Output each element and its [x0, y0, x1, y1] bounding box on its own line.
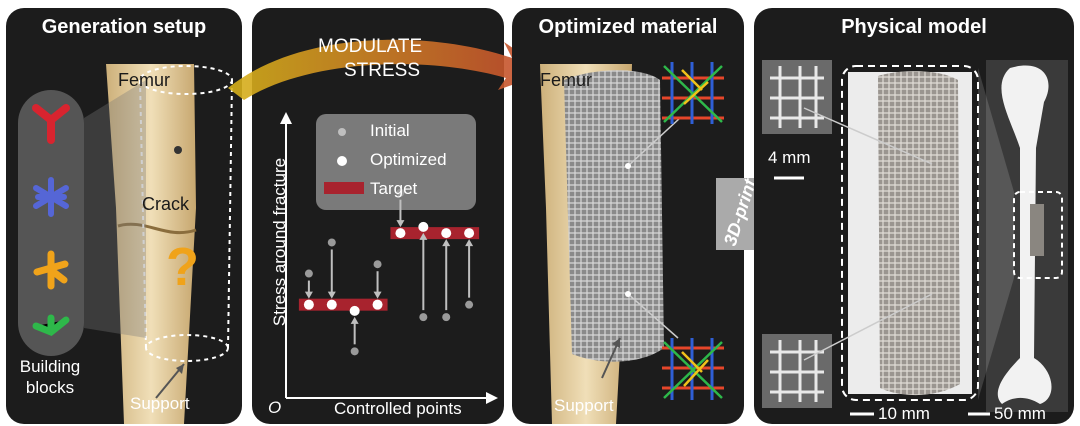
legend-initial-label: Initial — [370, 121, 410, 140]
optimized-point-1 — [303, 299, 314, 310]
initial-point-3 — [350, 347, 359, 356]
panel-physical-model: Physical model 4 mm 10 mm 50 mm — [754, 8, 1074, 424]
star-block-icon — [33, 177, 69, 217]
optimized-point-2 — [326, 299, 337, 310]
legend-target-label: Target — [370, 179, 418, 198]
crack-label: Crack — [142, 194, 190, 214]
legend-optimized-marker — [337, 156, 347, 166]
lattice-cylinder — [564, 70, 664, 362]
optimized-point-7 — [441, 228, 452, 239]
material-title: Optimized material — [538, 16, 718, 38]
cross-block-icon — [33, 250, 69, 290]
femur-label: Femur — [118, 70, 171, 90]
shift-arrowhead-5 — [396, 220, 405, 228]
femur-bone — [106, 64, 196, 424]
shift-arrowhead-3 — [350, 316, 359, 324]
lattice-cell-top-icon — [662, 62, 724, 124]
material-femur-label: Femur — [540, 70, 593, 90]
modulate-label-2: STRESS — [344, 60, 421, 81]
physical-title: Physical model — [841, 16, 987, 38]
target-band-1 — [298, 298, 388, 311]
optimized-point-8 — [464, 228, 475, 239]
panel-generation-setup: Generation setup Femur Crack ? Building … — [6, 8, 242, 424]
y-block-icon — [32, 104, 70, 144]
legend-optimized-label: Optimized — [370, 150, 447, 169]
optimized-point-4 — [372, 299, 383, 310]
scale-10mm-label: 10 mm — [878, 404, 930, 423]
building-blocks-label: Building blocks — [19, 357, 81, 397]
legend-initial-marker — [338, 128, 346, 136]
question-mark: ? — [166, 237, 199, 297]
modulate-label-1: MODULATE — [318, 36, 423, 57]
crack-line — [117, 222, 197, 235]
femur-detail-frame — [1013, 191, 1063, 279]
optimized-point-3 — [349, 305, 360, 316]
setup-support-label: Support — [130, 394, 190, 413]
optimized-point-5 — [395, 228, 406, 239]
model-dashed-frame — [841, 65, 979, 401]
chart-x-label: Controlled points — [334, 399, 462, 418]
initial-point-1 — [304, 269, 313, 278]
setup-illustration — [18, 64, 233, 424]
printed-lattice — [878, 71, 960, 396]
initial-point-6 — [419, 313, 428, 322]
stress-chart — [280, 112, 498, 404]
material-support-label: Support — [554, 396, 614, 415]
chart-y-label: Stress around fracture — [270, 157, 289, 327]
shift-arrowhead-1 — [304, 291, 313, 299]
initial-point-5 — [396, 188, 405, 197]
lattice-cell-bottom-icon — [662, 338, 724, 400]
material-illustration — [540, 62, 724, 424]
initial-point-8 — [465, 300, 474, 309]
chart-origin-label: O — [268, 398, 282, 417]
optimized-point-6 — [418, 221, 429, 232]
initial-point-2 — [327, 238, 336, 247]
setup-title: Generation setup — [41, 16, 207, 38]
scale-50mm-label: 50 mm — [994, 404, 1046, 423]
femur-bone-model — [997, 65, 1052, 405]
legend-target-marker — [324, 182, 364, 194]
shift-arrowhead-8 — [465, 239, 474, 247]
physical-illustration — [762, 60, 1068, 416]
building-blocks-capsule — [18, 90, 84, 356]
target-band-2 — [390, 227, 480, 240]
panel-optimized-material: Optimized material Femur Support — [512, 8, 744, 424]
shift-arrowhead-7 — [442, 239, 451, 247]
shift-arrowhead-6 — [419, 232, 428, 240]
corner-block-icon — [32, 314, 70, 337]
initial-point-7 — [442, 313, 451, 322]
shift-arrowhead-2 — [327, 291, 336, 299]
scale-4mm-label: 4 mm — [768, 148, 811, 167]
initial-point-4 — [373, 260, 382, 269]
shift-arrowhead-4 — [373, 291, 382, 299]
